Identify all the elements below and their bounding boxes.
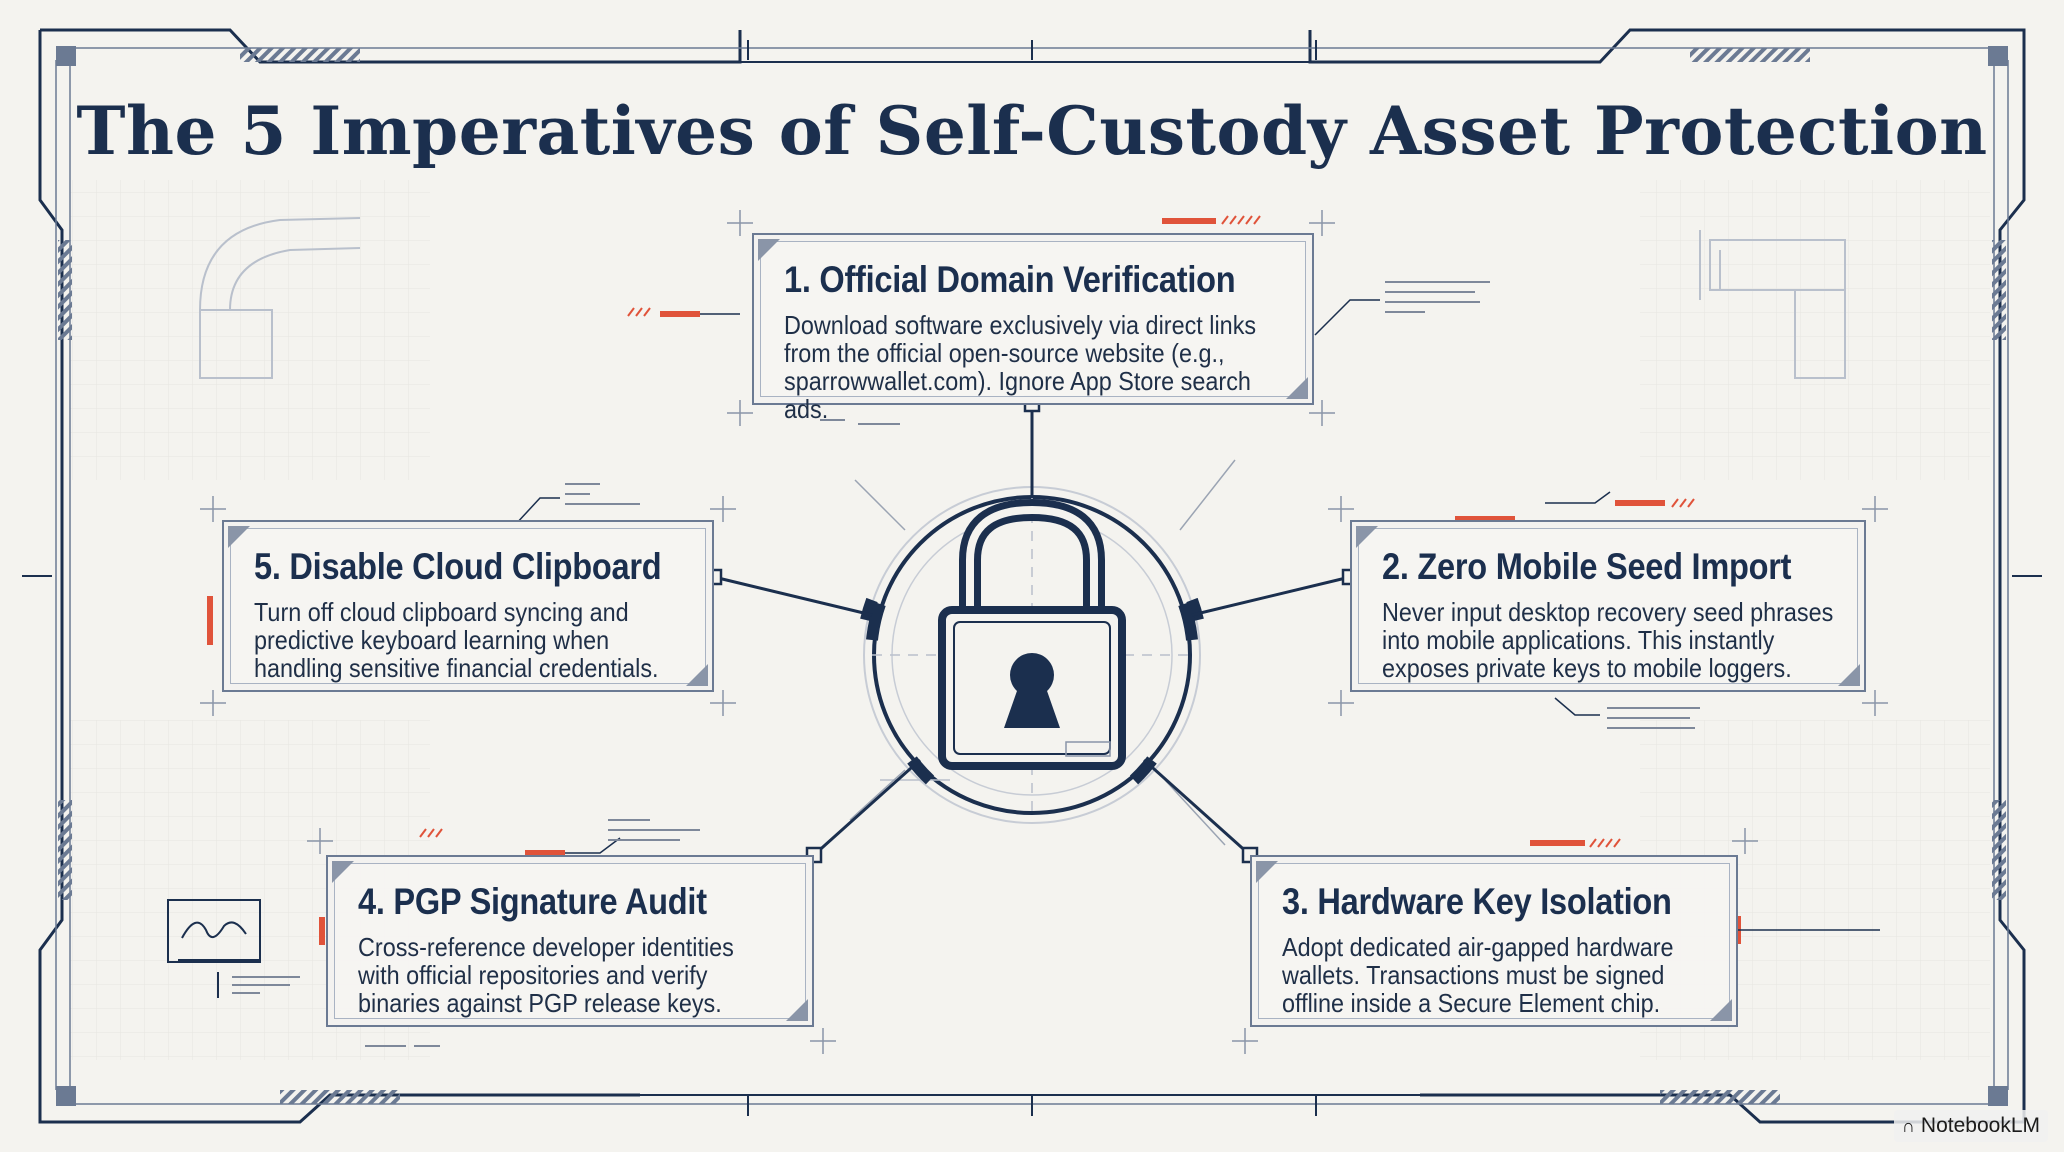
crosshairs [200,210,1888,1054]
accent-dashes [419,215,1695,848]
card-heading: 5. Disable Cloud Clipboard [254,546,662,587]
ring-arcs [866,602,1198,785]
imperative-card-pgp-audit: 4. PGP Signature Audit Cross-reference d… [326,855,814,1027]
decor-sketch-left [199,217,361,379]
card-body: Turn off cloud clipboard syncing and pre… [254,597,659,683]
notebooklm-logo-icon: ∩ [1901,1115,1915,1136]
imperative-card-cloud-clipboard: 5. Disable Cloud Clipboard Turn off clou… [222,520,714,692]
frame-ticks [22,40,2042,1116]
accent-leaders [514,299,1880,931]
card-heading: 1. Official Domain Verification [784,259,1236,300]
micro-annotations [232,281,1700,1047]
frame-hatches [56,46,2008,1106]
imperative-card-domain-verification: 1. Official Domain Verification Download… [752,233,1314,423]
card-body: Download software exclusively via direct… [784,310,1257,424]
page-title: The 5 Imperatives of Self-Custody Asset … [76,92,1988,170]
imperative-card-mobile-seed: 2. Zero Mobile Seed Import Never input d… [1350,520,1866,692]
card-body: Cross-reference developer identities wit… [358,932,734,1018]
card-heading: 3. Hardware Key Isolation [1282,881,1672,922]
card-body: Adopt dedicated air-gapped hardware wall… [1282,932,1674,1018]
card-heading: 2. Zero Mobile Seed Import [1382,546,1792,587]
card-body: Never input desktop recovery seed phrase… [1382,597,1834,683]
connectors [713,404,1351,857]
accent-marks [207,218,1741,945]
card-heading: 4. PGP Signature Audit [358,881,707,922]
padlock-icon [938,498,1126,770]
imperative-card-hardware-key: 3. Hardware Key Isolation Adopt dedicate… [1250,855,1738,1027]
notebooklm-watermark: ∩ NotebookLM [1893,1110,2048,1142]
watermark-label: NotebookLM [1920,1114,2040,1137]
signature-icon [167,899,261,998]
decor-sketch-right [1699,230,1846,379]
